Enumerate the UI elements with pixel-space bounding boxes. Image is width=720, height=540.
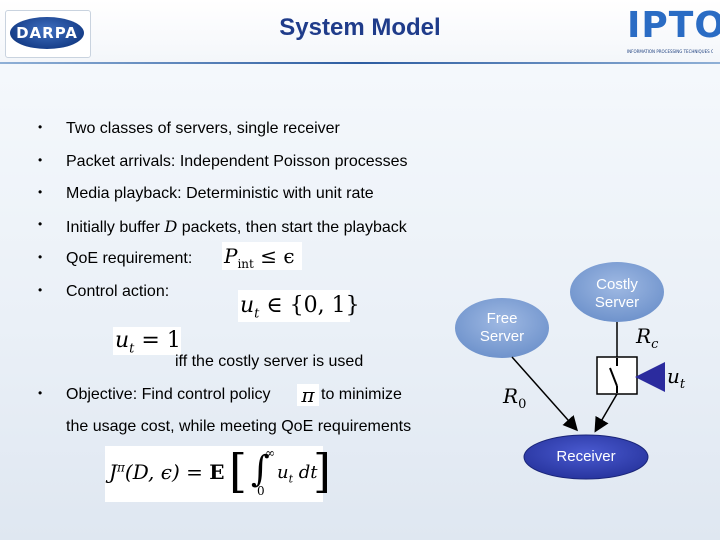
free-server-node bbox=[455, 298, 549, 358]
buffer-variable: D bbox=[164, 217, 178, 236]
header-divider bbox=[0, 62, 720, 64]
cost-formula: Jπ(D, ϵ) = E [ ∫ ∞ 0 ut dt ] bbox=[105, 446, 331, 502]
ipto-logo-mark: IPTO bbox=[627, 5, 720, 46]
slide-title: System Model bbox=[279, 14, 441, 41]
bullet-text: Objective: Find control policy bbox=[66, 386, 271, 403]
bullet-text: Packet arrivals: Independent Poisson pro… bbox=[66, 153, 408, 170]
bullet-symbol: • bbox=[38, 250, 43, 264]
header-band bbox=[0, 0, 720, 64]
bullet-text-post: packets, then start the playback bbox=[181, 219, 407, 236]
policy-pi: π bbox=[297, 384, 319, 406]
bullet-text-post: to minimize bbox=[321, 386, 402, 403]
receiver-label: Receiver bbox=[556, 448, 616, 465]
bullet-text: QoE requirement: bbox=[66, 250, 193, 267]
ipto-logo: IPTO INFORMATION PROCESSING TECHNIQUES O… bbox=[627, 5, 720, 62]
bullet-symbol: • bbox=[38, 217, 43, 231]
bullet-symbol: • bbox=[38, 386, 43, 400]
bullet-symbol: • bbox=[38, 120, 43, 134]
free-server-label: Free Server bbox=[479, 310, 525, 345]
switch-lever bbox=[609, 367, 618, 387]
bullet-text: Media playback: Deterministic with unit … bbox=[66, 185, 374, 202]
ut-equals-one-formula: ut = 1 bbox=[113, 327, 181, 357]
r0-label: R0 bbox=[503, 384, 527, 412]
darpa-logo-mark: DARPA bbox=[10, 17, 84, 49]
bullet-symbol: • bbox=[38, 185, 43, 199]
rc-label: Rc bbox=[636, 324, 659, 352]
bullet-text: Control action: bbox=[66, 283, 170, 300]
iff-text: iff the costly server is used bbox=[175, 353, 364, 370]
bullet-text: Two classes of servers, single receiver bbox=[66, 120, 340, 137]
ut-control-label: ut bbox=[667, 364, 686, 392]
costly-server-node bbox=[570, 262, 664, 322]
bullet-text: Initially buffer D packets, then start t… bbox=[66, 217, 407, 237]
usage-text: the usage cost, while meeting QoE requir… bbox=[66, 418, 412, 435]
bullet-symbol: • bbox=[38, 283, 43, 297]
qoe-formula: Pint ≤ ϵ bbox=[222, 242, 302, 271]
free-to-receiver-arrow bbox=[511, 356, 578, 432]
costly-server-label: Costly Server bbox=[594, 276, 640, 311]
control-action-formula: ut ∈ {0, 1} bbox=[238, 290, 360, 322]
darpa-logo: DARPA bbox=[5, 10, 91, 58]
bullet-text-pre: Initially buffer bbox=[66, 219, 160, 236]
receiver-node bbox=[523, 434, 649, 480]
ipto-logo-tagline: INFORMATION PROCESSING TECHNIQUES OFFICE bbox=[627, 49, 713, 54]
costly-to-receiver-arrow bbox=[594, 393, 618, 433]
bullet-symbol: • bbox=[38, 153, 43, 167]
